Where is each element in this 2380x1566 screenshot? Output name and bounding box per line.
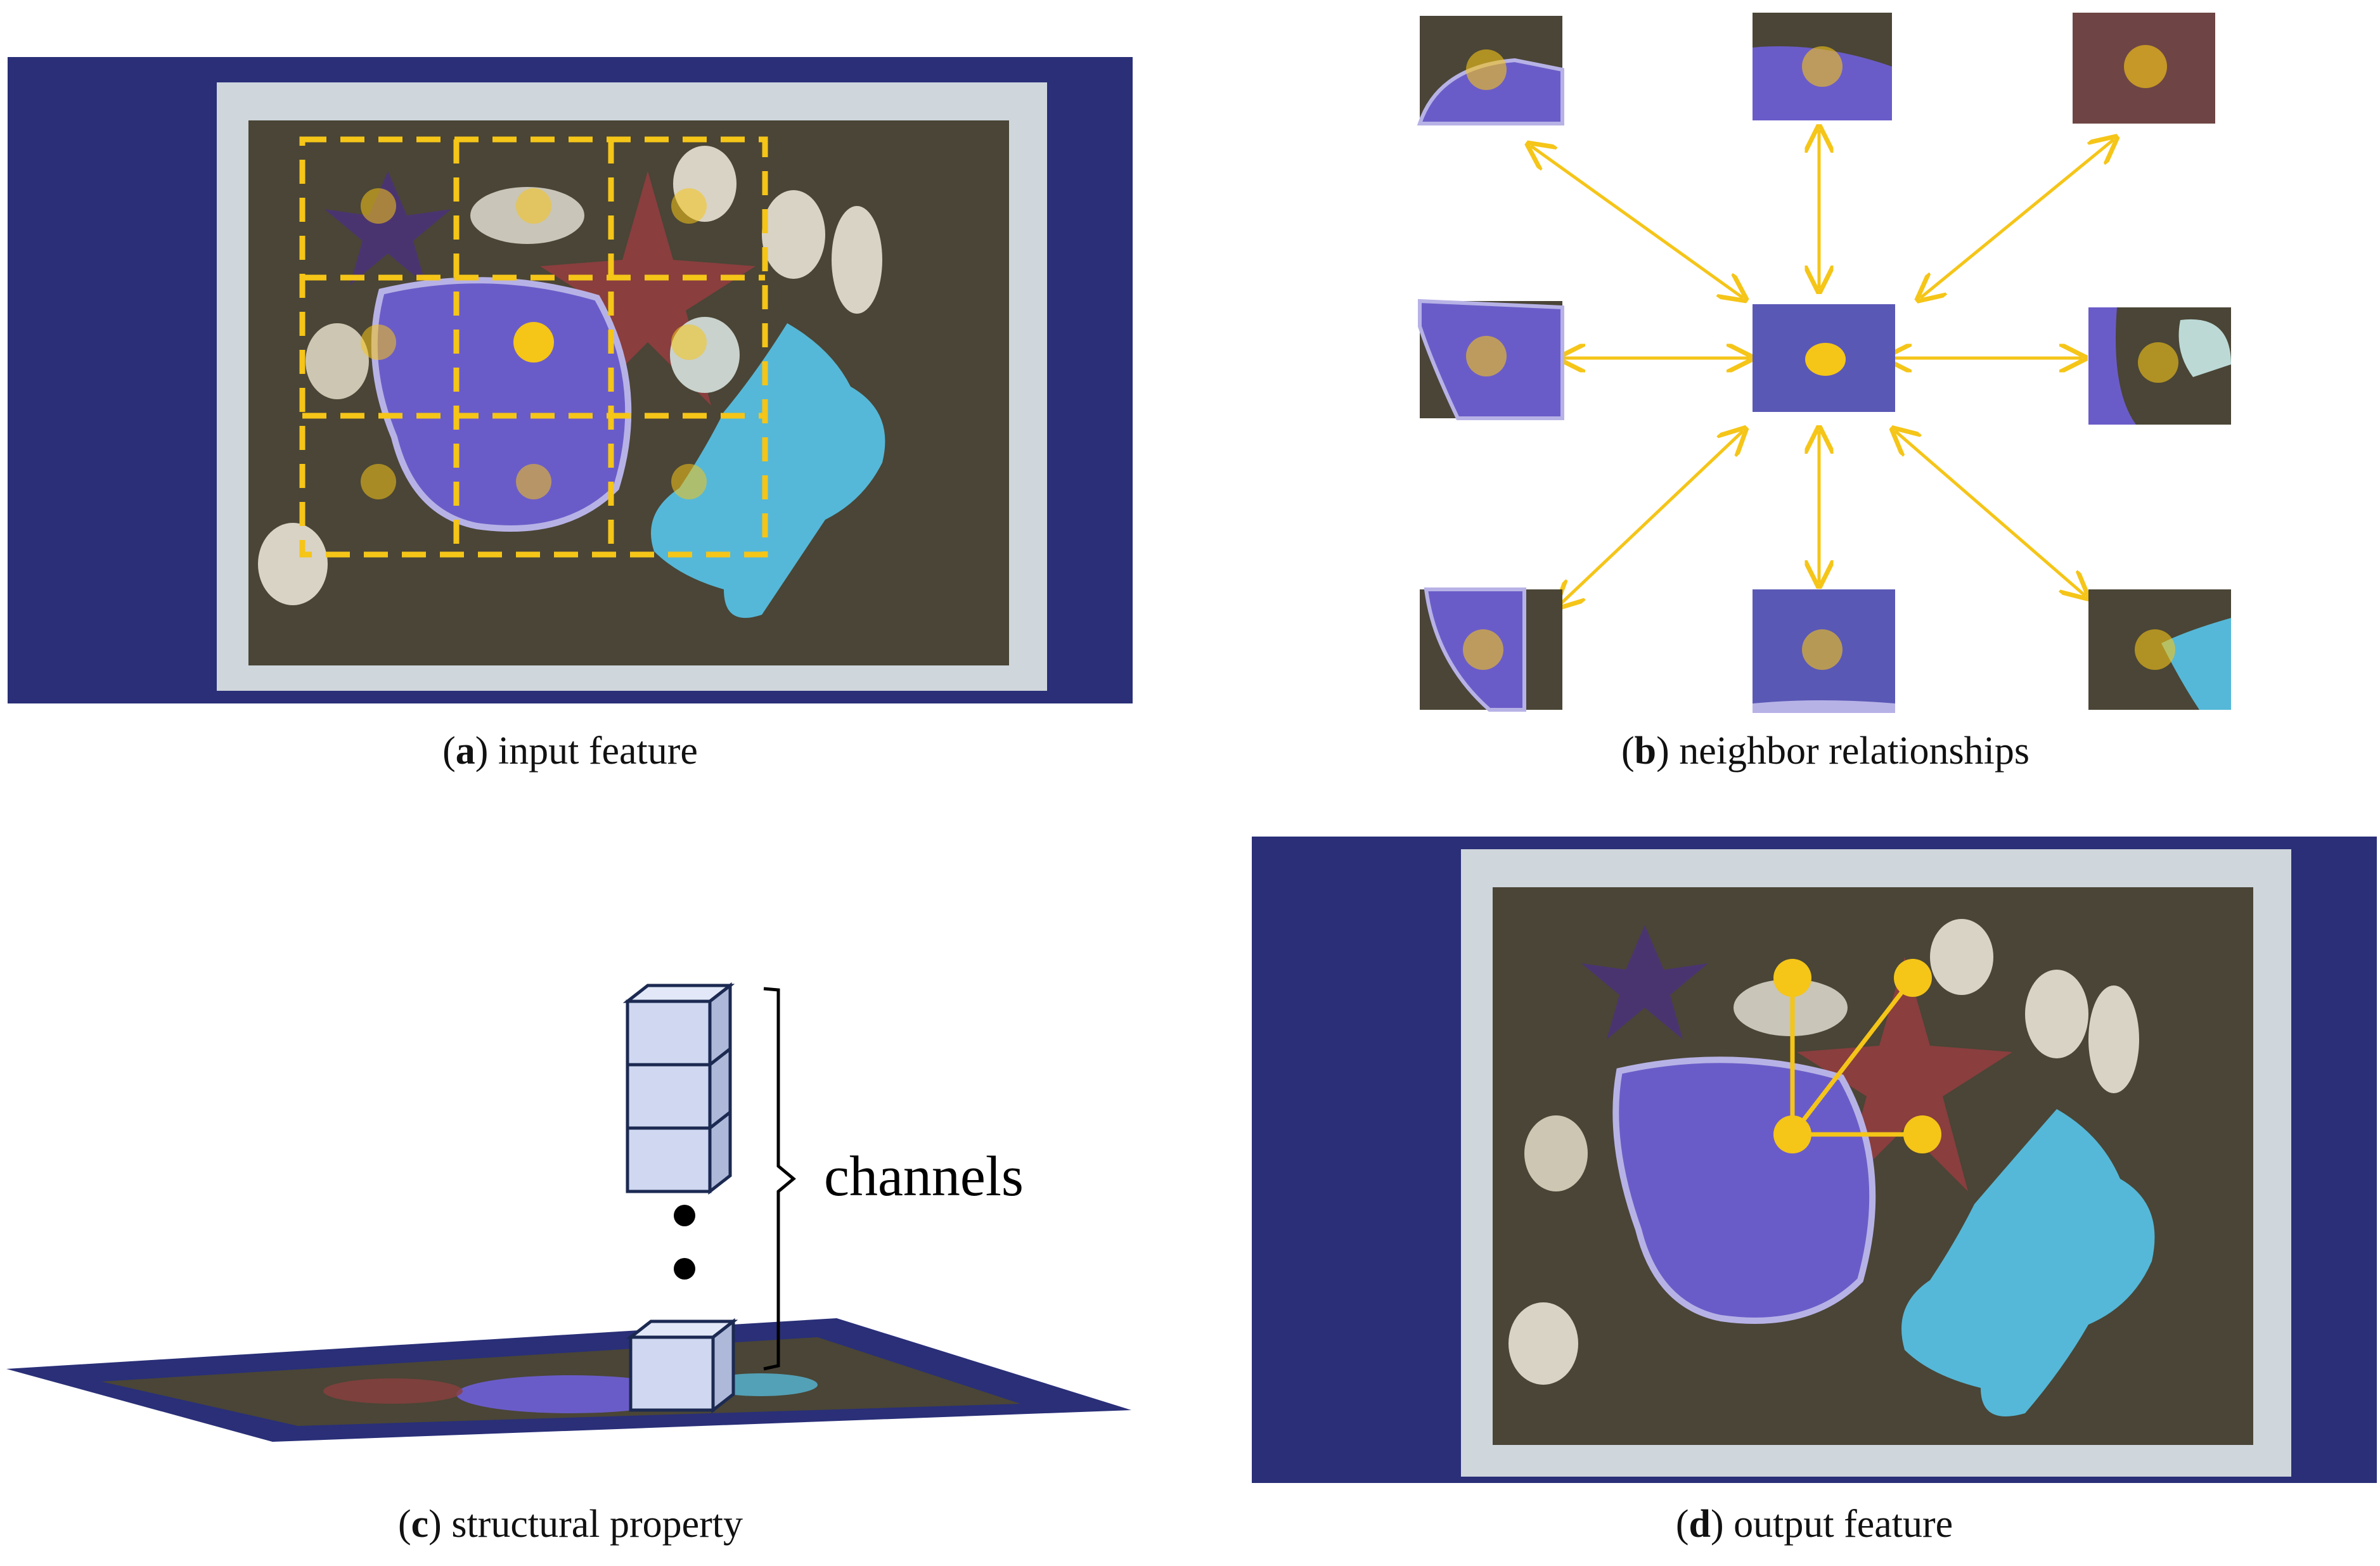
ellipsis-dot: [674, 1205, 695, 1226]
bidirectional-arrow: [1895, 431, 2085, 596]
caption-d-letter: d: [1689, 1503, 1711, 1546]
caption-c-text: structural property: [451, 1503, 743, 1546]
shell-5: [306, 323, 369, 399]
channels-bracket: [763, 987, 796, 1371]
feature-cube-bottom: [626, 1318, 738, 1414]
purple-shell: [371, 277, 632, 532]
neighbor-patch-center: [1753, 304, 1895, 412]
structural-diagram: [6, 982, 1131, 1442]
neighbor-patch: [2088, 589, 2231, 710]
shell-4: [2088, 985, 2139, 1093]
panel-a: [8, 57, 1133, 703]
channels-label: channels: [824, 1145, 1024, 1208]
output-feature-image: [1252, 837, 2377, 1483]
starfish-red: [1797, 957, 2012, 1191]
caption-a: (a) input feature: [442, 729, 698, 773]
grid-cell-marker: [361, 188, 396, 224]
blue-coral: [1901, 1109, 2155, 1416]
graph-edge: [1791, 976, 1915, 1136]
feature-cube-stack: [622, 982, 738, 1414]
panel-c: channels: [0, 951, 1141, 1458]
grid-cell-marker: [671, 188, 707, 224]
caption-a-text: input feature: [498, 729, 698, 773]
neighbor-patch: [2088, 307, 2231, 425]
feature-cube: [626, 1045, 732, 1132]
shell-2: [1930, 919, 1993, 995]
grid-cell-marker: [361, 464, 396, 499]
graph-node: [1773, 959, 1811, 997]
caption-b: (b) neighbor relationships: [1621, 729, 2030, 773]
grid-cell-marker: [671, 324, 707, 360]
bidirectional-arrow: [1559, 431, 1743, 605]
neighbor-patch: [1753, 13, 1892, 120]
grid-cell-marker: [361, 324, 396, 360]
caption-a-letter: a: [455, 729, 475, 773]
caption-b-letter: b: [1634, 729, 1657, 773]
shell-3: [2025, 970, 2088, 1058]
neighbor-patch: [1753, 589, 1895, 713]
starfish-purple: [1581, 925, 1708, 1039]
shell-5: [1524, 1115, 1588, 1191]
panel-d: [1252, 837, 2377, 1483]
graph-node: [1894, 959, 1932, 997]
grid-cell-marker: [516, 464, 551, 499]
feature-cube: [626, 1108, 732, 1195]
shell-3: [762, 190, 825, 279]
ellipsis-dot: [674, 1258, 695, 1280]
starfish-red: [540, 171, 756, 406]
neighbor-patch: [1420, 587, 1562, 712]
neighbor-diagram: [1417, 13, 2231, 713]
input-feature-image: [8, 57, 1133, 703]
blue-coral: [651, 323, 885, 618]
caption-b-text: neighbor relationships: [1679, 729, 2030, 773]
feature-cube: [622, 982, 735, 1069]
graph-edges: [1790, 976, 1922, 1137]
shell-6: [258, 523, 328, 605]
caption-d: (d) output feature: [1675, 1503, 1953, 1546]
shell-4: [832, 206, 882, 314]
caption-c: (c) structural property: [397, 1503, 743, 1546]
caption-d-text: output feature: [1734, 1503, 1953, 1546]
grid-cell-marker: [671, 464, 707, 499]
neighbor-patch: [1418, 298, 1564, 420]
grid-cell-markers: [361, 188, 707, 499]
graph-nodes: [1773, 959, 1941, 1153]
neighbor-patch: [2073, 13, 2215, 124]
graph-node: [1903, 1115, 1941, 1153]
graph-node-center: [1773, 1115, 1811, 1153]
panel-b: [1413, 10, 2237, 716]
grid-cell-marker: [516, 188, 551, 224]
bidirectional-arrow: [1920, 139, 2114, 298]
shell-6: [1508, 1302, 1578, 1385]
caption-c-letter: c: [411, 1503, 429, 1546]
starfish-purple: [325, 171, 451, 285]
bidirectional-arrow: [1531, 146, 1743, 298]
grid-cell-marker-center: [513, 322, 554, 363]
neighbor-patch: [1417, 16, 1564, 125]
dashed-grid: [299, 136, 768, 558]
